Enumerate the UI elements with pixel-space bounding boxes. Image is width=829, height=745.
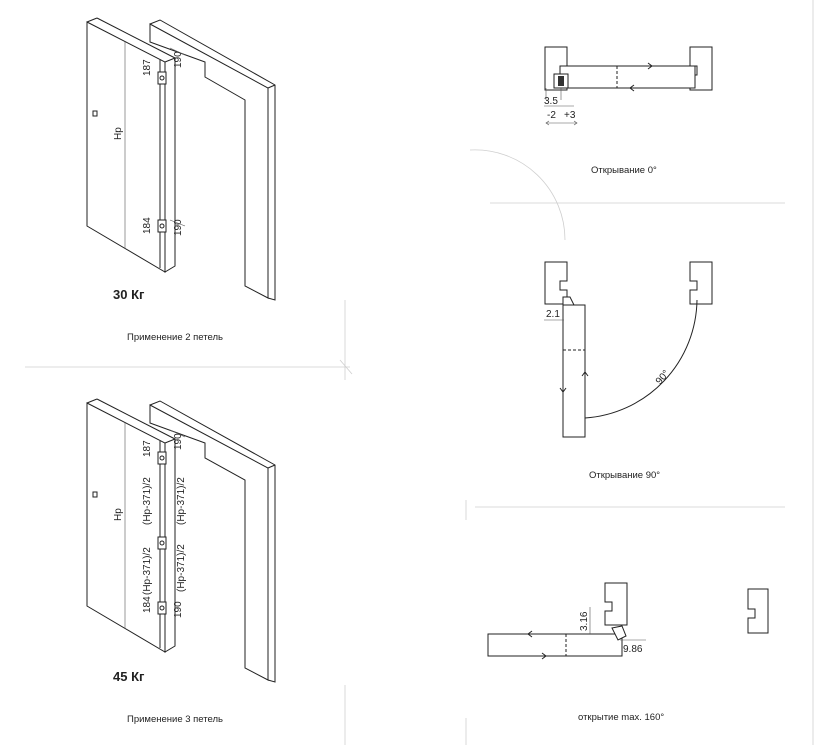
plan-open-0: 3.5 -2 +3 <box>544 46 713 126</box>
label-top-offset: 187 <box>142 440 153 457</box>
angle-90: 90° <box>654 368 672 387</box>
caption-2-hinges: Применение 2 петель <box>127 332 223 343</box>
plan-open-90: 90° 2.1 <box>469 149 713 438</box>
dim-plus-3: +3 <box>564 110 576 121</box>
door-assembly-2-hinges: 187 190 184 190 Hp <box>86 17 276 301</box>
caption-open-0: Открывание 0° <box>591 165 657 176</box>
label-bottom-gap: 190 <box>173 219 184 236</box>
weight-label-45: 45 Кг <box>113 669 145 684</box>
caption-open-90: Открывание 90° <box>589 470 660 481</box>
dim-3-16: 3.16 <box>579 611 590 631</box>
weight-label-30: 30 Кг <box>113 287 145 302</box>
dim-9-86: 9.86 <box>623 644 643 655</box>
label-top-gap: 190 <box>173 51 184 68</box>
caption-3-hinges: Применение 3 петель <box>127 714 223 725</box>
plan-open-160: 3.16 9.86 <box>487 582 769 660</box>
label-bottom-gap: 190 <box>173 601 184 618</box>
label-span-upper-left: (Hp-371)/2 <box>142 477 153 525</box>
dim-minus-2: -2 <box>547 110 556 121</box>
dim-2-1: 2.1 <box>546 309 560 320</box>
dim-3-5: 3.5 <box>544 96 558 107</box>
label-span-lower-left: (Hp-371)/2 <box>142 547 153 595</box>
label-bottom-offset: 184 <box>142 596 153 613</box>
door-assembly-3-hinges: 187 190 184 190 Hp (Hp-371)/2 (Hp-371)/2… <box>86 398 276 683</box>
label-height: Hp <box>113 127 124 140</box>
label-bottom-offset: 184 <box>142 217 153 234</box>
label-height: Hp <box>113 508 124 521</box>
label-top-gap: 190 <box>173 433 184 450</box>
section-dividers <box>25 0 814 745</box>
label-span-upper-right: (Hp-371)/2 <box>176 477 187 525</box>
label-top-offset: 187 <box>142 59 153 76</box>
caption-open-160: открытие max. 160° <box>578 712 664 723</box>
label-span-lower-right: (Hp-371)/2 <box>176 544 187 592</box>
